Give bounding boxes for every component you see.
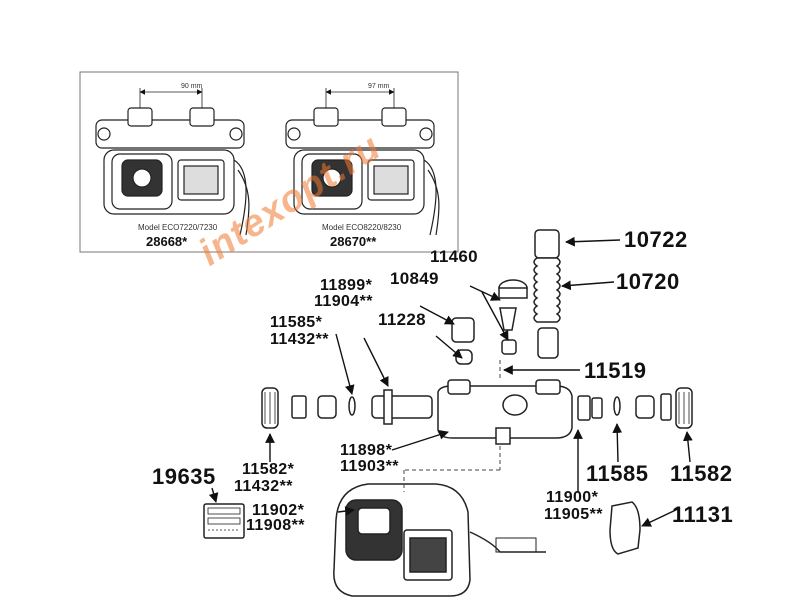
part-label-11460: 11460 [430, 247, 478, 266]
part-label-11432-double-star-upper: 11432** [270, 331, 329, 348]
inset-right-pump [285, 88, 440, 236]
part-label-11432-double-star-lower: 11432** [234, 478, 293, 495]
inset-right-dimension: 97 mm [368, 83, 390, 90]
part-label-11900: 11900* [546, 489, 599, 506]
part-label-19635: 19635 [152, 464, 216, 489]
inset-left-code: 28668* [146, 234, 188, 249]
part-label-11582: 11582 [670, 461, 733, 486]
part-label-11519: 11519 [584, 358, 647, 383]
inset-right-code: 28670** [330, 234, 377, 249]
part-label-11903: 11903** [340, 458, 399, 475]
assembly-guide-lines [403, 360, 501, 492]
part-label-10720: 10720 [616, 269, 680, 294]
inset-left-pump [95, 88, 250, 236]
inset-left-dimension: 90 mm [181, 83, 203, 90]
part-label-11582-star: 11582* [242, 461, 295, 478]
main-assembly [203, 229, 693, 597]
part-label-11131: 11131 [672, 502, 734, 527]
leader-arrows [208, 236, 693, 527]
part-label-11228: 11228 [378, 310, 426, 329]
part-label-10849: 10849 [390, 269, 439, 288]
inset-right-model: Model ECO8220/8230 [322, 223, 402, 232]
inset-left-model: Model ECO7220/7230 [138, 223, 218, 232]
part-label-11585: 11585 [586, 461, 649, 486]
part-label-11899: 11899* [320, 277, 373, 294]
part-label-11905: 11905** [544, 506, 603, 523]
part-label-11902: 11902* [252, 502, 305, 519]
part-label-11908: 11908** [246, 517, 305, 534]
part-label-11898: 11898* [340, 442, 393, 459]
part-label-10722: 10722 [624, 227, 688, 252]
part-label-11904: 11904** [314, 293, 373, 310]
part-label-11585-star: 11585* [270, 314, 323, 331]
